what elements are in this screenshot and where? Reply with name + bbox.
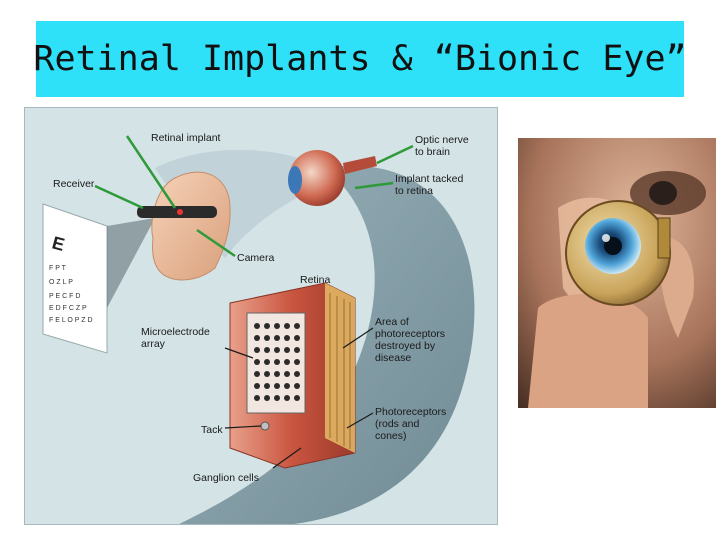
svg-text:F P T: F P T — [49, 265, 67, 272]
svg-text:O Z L P: O Z L P — [49, 279, 73, 286]
electrode-dots — [254, 323, 300, 401]
svg-text:P E C F D: P E C F D — [49, 293, 80, 300]
label-implant-tacked-line2: to retina — [395, 185, 433, 197]
bionic-eye-photo-artwork — [518, 138, 716, 408]
eyeball-illustration — [289, 150, 345, 206]
retina-cross-section — [229, 282, 356, 469]
green-pointers — [94, 135, 414, 258]
label-receiver: Receiver — [53, 178, 95, 190]
label-retinal-implant: Retinal implant — [151, 132, 221, 144]
label-microelectrode-line2: array — [141, 338, 165, 350]
magnification-swoosh — [179, 166, 475, 524]
label-optic-nerve: Optic nerve to brain — [415, 134, 469, 158]
label-microelectrode-line1: Microelectrode — [141, 326, 210, 338]
slide-title: Retinal Implants & “Bionic Eye” — [33, 39, 687, 79]
label-tack: Tack — [201, 424, 223, 436]
svg-text:E D F C Z P: E D F C Z P — [49, 305, 87, 312]
retinal-implant-diagram: E F P T O Z L P P E C F D E D F C Z P F … — [24, 107, 498, 525]
label-ganglion-cells: Ganglion cells — [193, 472, 259, 484]
label-implant-tacked: Implant tacked to retina — [395, 173, 463, 197]
svg-text:E: E — [50, 233, 67, 255]
label-photoreceptors-line1: Photoreceptors — [375, 406, 447, 418]
label-photoreceptors-line3: cones) — [375, 430, 407, 442]
label-microelectrode-array: Microelectrode array — [141, 326, 210, 350]
bionic-eye-photo — [518, 138, 716, 408]
label-photoreceptors-line2: (rods and — [375, 418, 420, 430]
label-optic-nerve-line2: to brain — [415, 146, 451, 158]
label-area-of-photoreceptors: Area of photoreceptors destroyed by dise… — [375, 316, 445, 364]
diagram-artwork: E F P T O Z L P P E C F D E D F C Z P F … — [42, 135, 475, 524]
label-retina: Retina — [300, 274, 331, 286]
eye-chart — [42, 203, 108, 354]
slide-title-box: Retinal Implants & “Bionic Eye” — [33, 21, 687, 97]
head-illustration — [151, 171, 231, 281]
label-area-line2: photoreceptors — [375, 328, 446, 340]
label-area-line1: Area of — [375, 316, 409, 328]
label-camera: Camera — [237, 252, 275, 264]
svg-text:F E L O P Z D: F E L O P Z D — [49, 317, 93, 324]
black-pointers — [224, 327, 374, 469]
label-area-line4: disease — [375, 352, 412, 364]
label-implant-tacked-line1: Implant tacked — [395, 173, 464, 185]
electronics-chip — [657, 217, 671, 259]
label-optic-nerve-line1: Optic nerve — [415, 134, 469, 146]
label-area-line3: destroyed by — [375, 340, 436, 352]
tack — [260, 421, 270, 431]
label-photoreceptors: Photoreceptors (rods and cones) — [375, 406, 446, 442]
thumb — [528, 294, 648, 408]
